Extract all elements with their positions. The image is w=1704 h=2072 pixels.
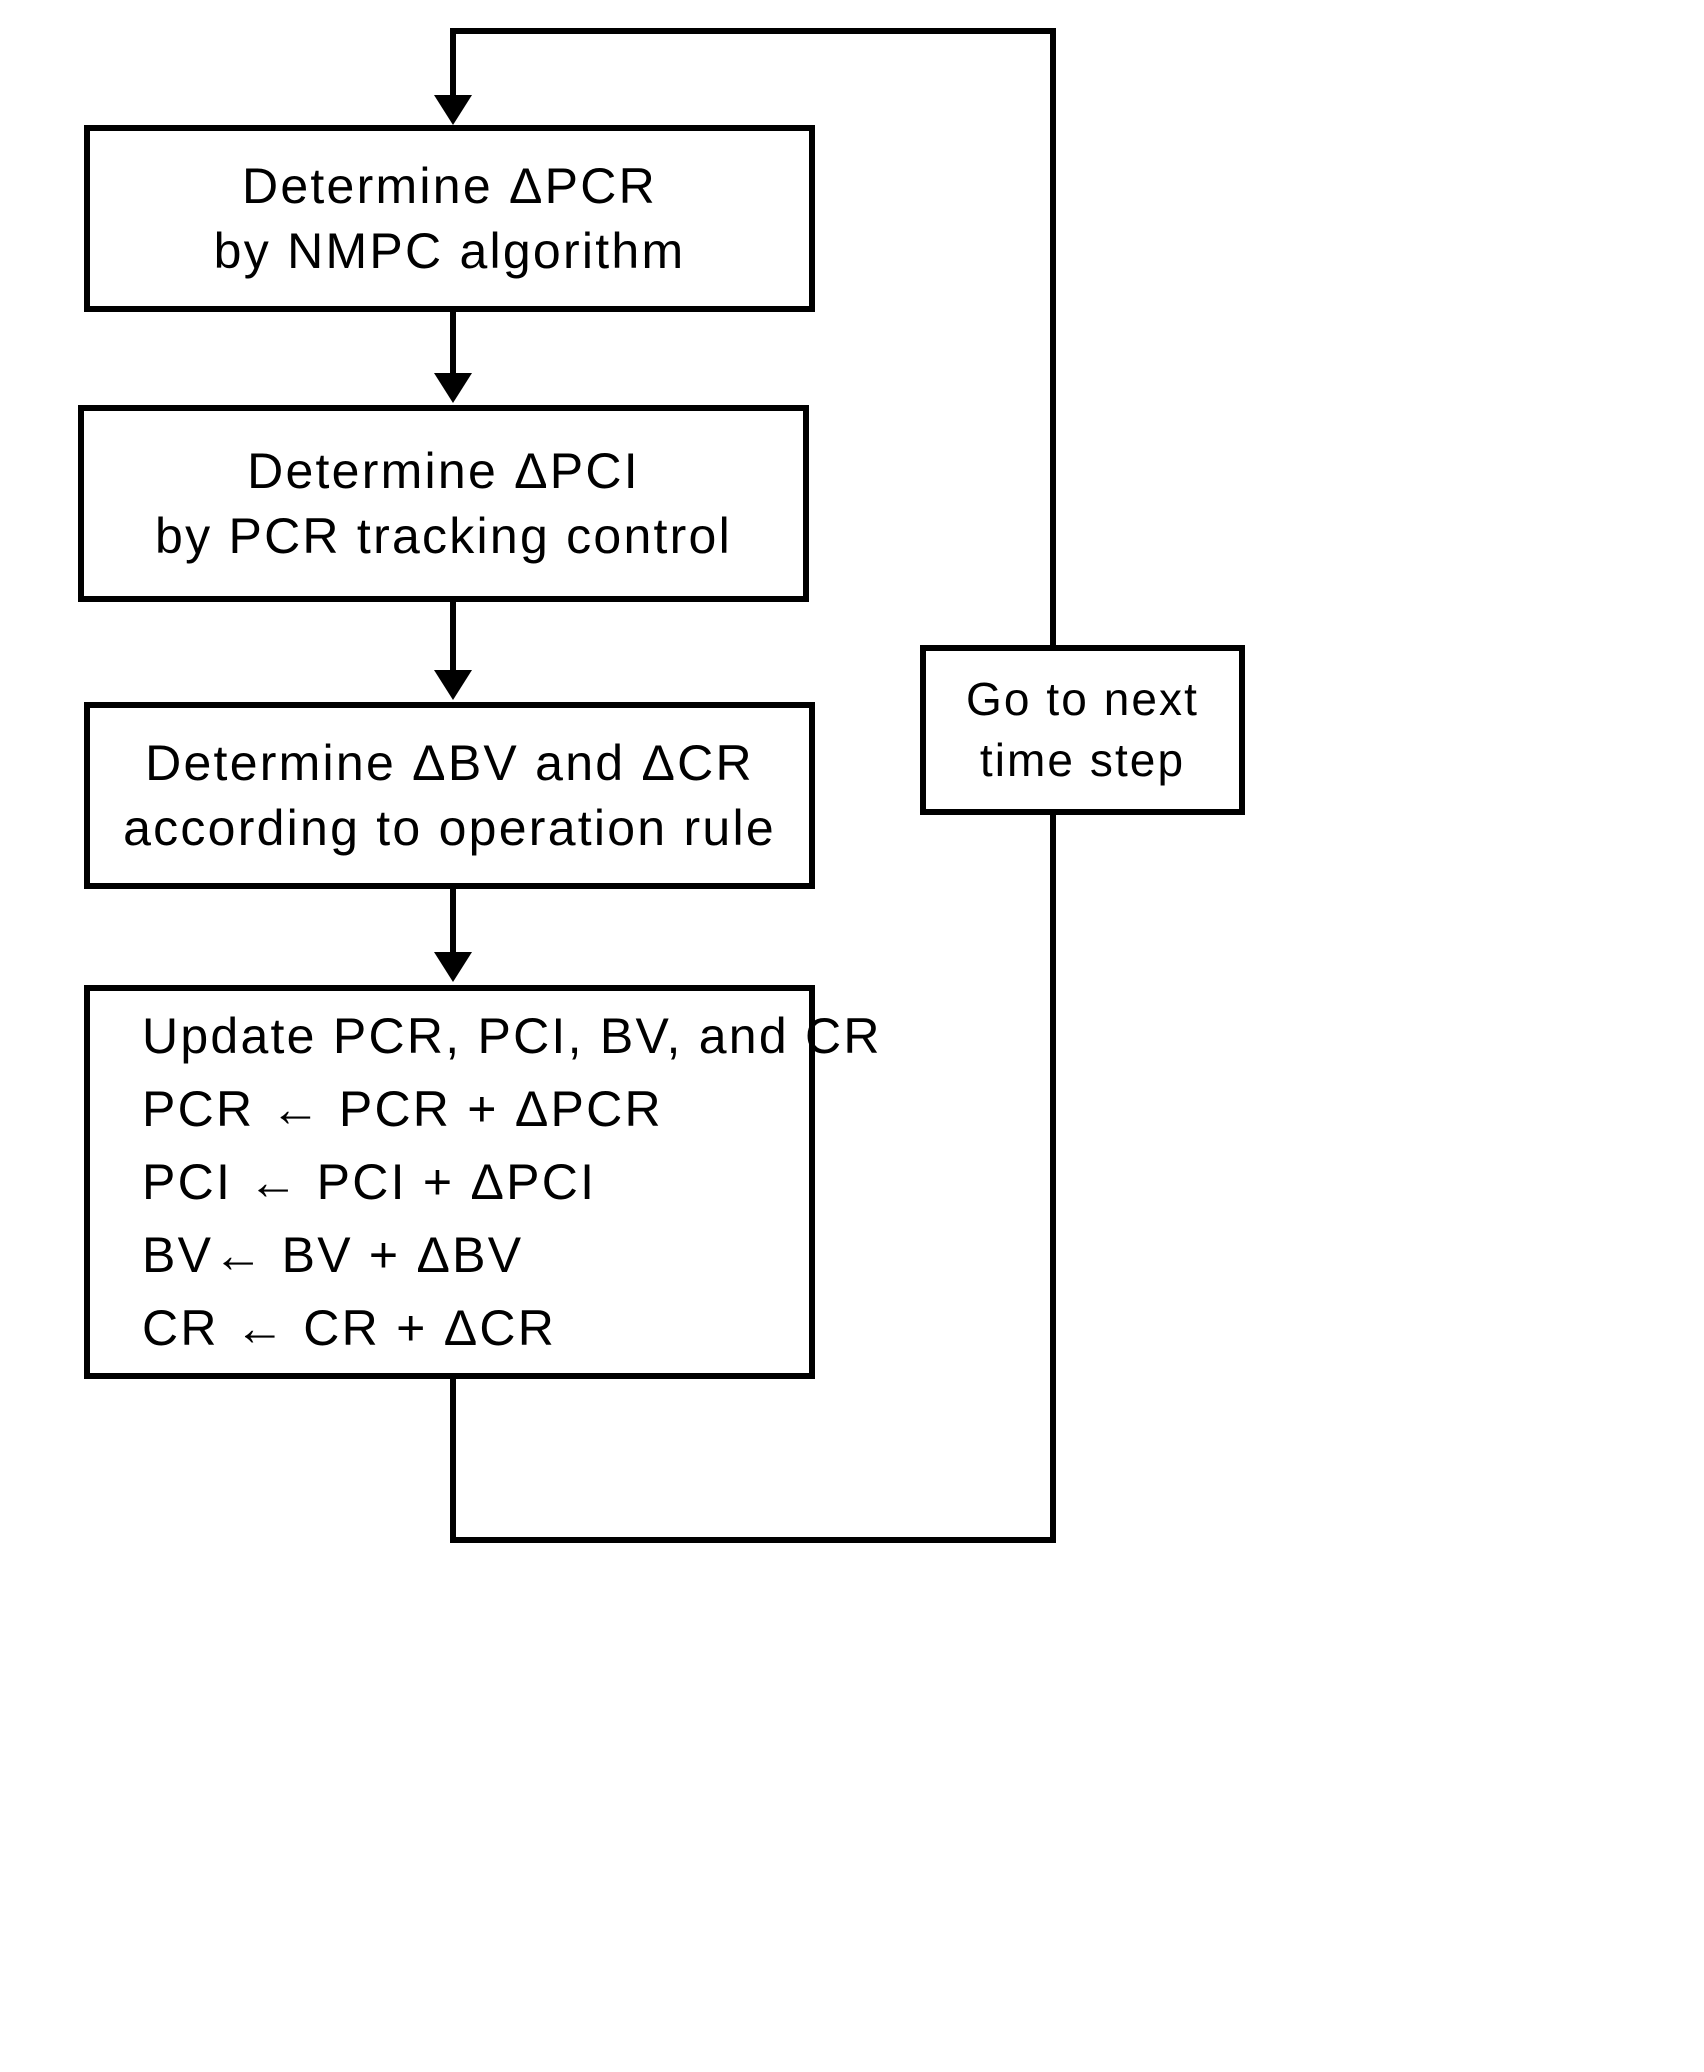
node-determine-dbv-dcr-line-1: Determine ΔBV and ΔCR (145, 734, 754, 791)
connector-3-arrowhead (434, 952, 472, 982)
node-go-to-next-time-step[interactable]: Go to next time step (920, 645, 1245, 815)
node-update-line-5: CR ← CR + ΔCR (142, 1299, 557, 1356)
connector-3-vertical-segment (450, 889, 456, 954)
node-go-to-next-time-step-line-1: Go to next (966, 673, 1199, 726)
loop-top-horizontal-segment (450, 28, 1056, 34)
connector-2-arrowhead (434, 670, 472, 700)
node-update-line-3: PCI ← PCI + ΔPCI (142, 1153, 597, 1210)
node-determine-dpcr[interactable]: Determine ΔPCR by NMPC algorithm (84, 125, 815, 312)
node-update[interactable]: Update PCR, PCI, BV, and CR PCR ← PCR + … (84, 985, 880, 1379)
connector-1-arrowhead (434, 373, 472, 403)
loop-left-vertical-segment (450, 1376, 456, 1541)
node-determine-dpci-line-2: by PCR tracking control (155, 507, 732, 564)
node-determine-dbv-dcr[interactable]: Determine ΔBV and ΔCR according to opera… (84, 702, 815, 889)
node-update-line-2: PCR ← PCR + ΔPCR (142, 1080, 663, 1137)
node-determine-dpci[interactable]: Determine ΔPCI by PCR tracking control (78, 405, 809, 602)
connector-2-vertical-segment (450, 602, 456, 672)
node-update-line-4: BV← BV + ΔBV (142, 1226, 524, 1283)
node-determine-dbv-dcr-line-2: according to operation rule (123, 799, 776, 856)
loop-bottom-horizontal-segment (450, 1537, 1056, 1543)
node-determine-dpcr-line-2: by NMPC algorithm (213, 222, 686, 279)
node-update-line-1: Update PCR, PCI, BV, and CR (142, 1007, 882, 1064)
node-determine-dpcr-line-1: Determine ΔPCR (242, 157, 657, 214)
node-determine-dpci-line-1: Determine ΔPCI (247, 442, 640, 499)
loop-entry-vertical-segment (450, 28, 456, 100)
node-go-to-next-time-step-line-2: time step (979, 734, 1186, 786)
loop-entry-arrowhead (434, 95, 472, 125)
connector-1-vertical-segment (450, 312, 456, 375)
